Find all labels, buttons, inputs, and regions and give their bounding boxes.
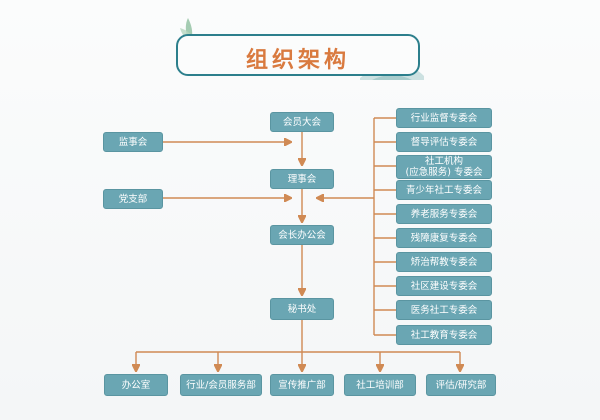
committee-7: 社区建设专委会 xyxy=(396,276,492,296)
department-4: 评估/研究部 xyxy=(426,374,496,396)
department-0: 办公室 xyxy=(104,374,168,396)
committee-8: 医务社工专委会 xyxy=(396,300,492,320)
node-general-assembly: 会员大会 xyxy=(270,112,334,132)
department-2: 宣传推广部 xyxy=(270,374,334,396)
department-1: 行业/会员服务部 xyxy=(180,374,262,396)
node-president-office: 会长办公会 xyxy=(270,225,334,245)
title-banner: 组织架构 xyxy=(176,34,420,76)
committee-4: 养老服务专委会 xyxy=(396,204,492,224)
node-party-branch: 党支部 xyxy=(103,189,163,209)
committee-1: 督导评估专委会 xyxy=(396,132,492,152)
page-title: 组织架构 xyxy=(245,47,350,73)
committee-9: 社工教育专委会 xyxy=(396,325,492,345)
node-council: 理事会 xyxy=(270,169,334,189)
node-supervisory-board: 监事会 xyxy=(103,132,163,152)
department-3: 社工培训部 xyxy=(344,374,416,396)
committee-5: 残障康复专委会 xyxy=(396,228,492,248)
node-secretariat: 秘书处 xyxy=(270,298,334,320)
committee-ticks xyxy=(374,117,396,336)
committee-2: 社工机构 (应急服务) 专委会 xyxy=(396,155,492,179)
committee-3: 青少年社工专委会 xyxy=(396,180,492,200)
committee-6: 矫治帮教专委会 xyxy=(396,252,492,272)
committee-0: 行业监督专委会 xyxy=(396,108,492,128)
